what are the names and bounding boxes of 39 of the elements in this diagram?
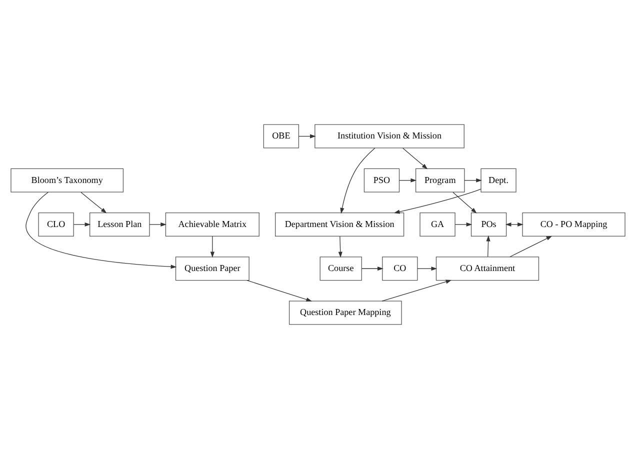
arrow <box>210 236 214 258</box>
arrow <box>452 192 477 214</box>
node-box: Achievable Matrix <box>165 212 260 236</box>
node-box: PSO <box>364 168 400 192</box>
arrow <box>509 236 552 258</box>
node-box: CO - PO Mapping <box>522 212 626 236</box>
node-box: GA <box>420 212 456 236</box>
node-box: CO <box>382 256 418 281</box>
node-box: Department Vision & Mission <box>275 212 404 236</box>
arrow <box>26 192 177 269</box>
arrow <box>73 222 91 227</box>
node-box: Question Paper Mapping <box>288 300 402 325</box>
arrow <box>402 148 428 170</box>
arrow <box>486 235 490 257</box>
node-box: Institution Vision & Mission <box>314 124 464 148</box>
arrow <box>394 188 482 214</box>
arrow <box>338 236 342 258</box>
arrow <box>340 148 376 214</box>
arrow <box>417 266 438 271</box>
arrow <box>246 280 312 302</box>
arrow <box>464 178 482 182</box>
node-box: Program <box>415 168 465 192</box>
node-box: Course <box>320 256 362 281</box>
node-box: Question Paper <box>175 256 250 281</box>
arrow <box>398 178 417 182</box>
arrow <box>298 134 316 138</box>
node-box: CO Attainment <box>436 256 540 281</box>
arrow <box>382 280 452 302</box>
node-box: POs <box>470 212 507 236</box>
node-box: Dept. <box>480 168 516 192</box>
arrow <box>505 222 524 227</box>
node-box: CLO <box>38 212 74 236</box>
node-box: Lesson Plan <box>89 212 150 236</box>
arrow <box>80 192 107 214</box>
node-box: Bloom’s Taxonomy <box>10 168 124 192</box>
arrow <box>362 266 384 271</box>
node-box: OBE <box>263 124 300 148</box>
arrow <box>454 222 472 227</box>
arrow <box>149 222 166 227</box>
